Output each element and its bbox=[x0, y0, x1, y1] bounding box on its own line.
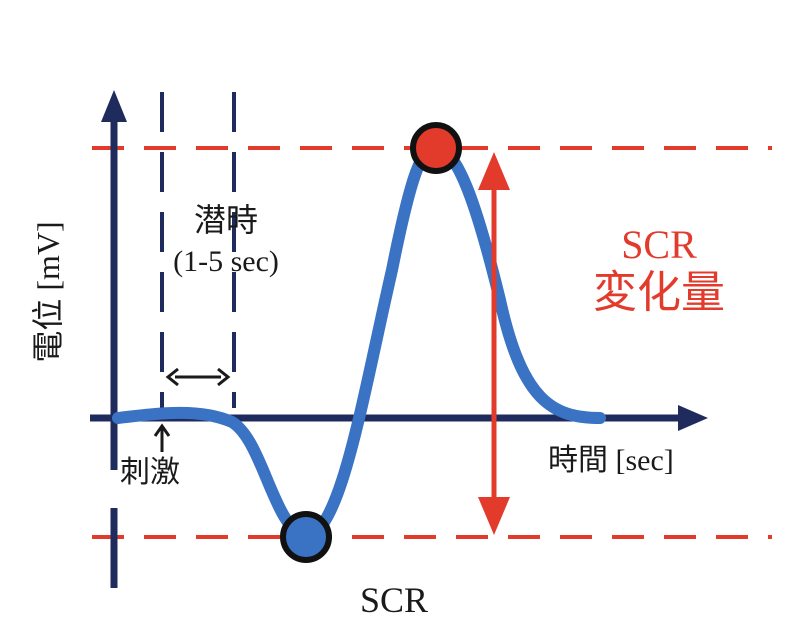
x-axis-label: 時間 [sec] bbox=[548, 444, 674, 477]
stimulus-label: 刺激 bbox=[120, 455, 180, 490]
latency-range-label: (1-5 sec) bbox=[173, 245, 279, 278]
y-axis-arrowhead bbox=[101, 90, 127, 122]
scr-waveform bbox=[112, 142, 606, 543]
y-axis-label: 電位 [mV] bbox=[30, 221, 66, 363]
amplitude-arrow-bottom-head bbox=[478, 497, 510, 535]
trough-marker bbox=[280, 511, 332, 563]
stimulus-arrow-head bbox=[153, 423, 171, 437]
latency-arrow-left-head bbox=[165, 367, 179, 387]
scr-label: SCR bbox=[360, 580, 429, 620]
peak-marker bbox=[410, 122, 462, 174]
amplitude-label-line2: 変化量 bbox=[593, 267, 725, 318]
x-axis-arrowhead bbox=[678, 405, 708, 431]
amplitude-arrow-top-head bbox=[478, 152, 510, 190]
latency-arrow-right-head bbox=[217, 367, 231, 387]
amplitude-label: SCR 変化量 bbox=[574, 222, 744, 318]
latency-label: 潜時 bbox=[193, 201, 258, 239]
amplitude-label-line1: SCR bbox=[621, 222, 697, 267]
